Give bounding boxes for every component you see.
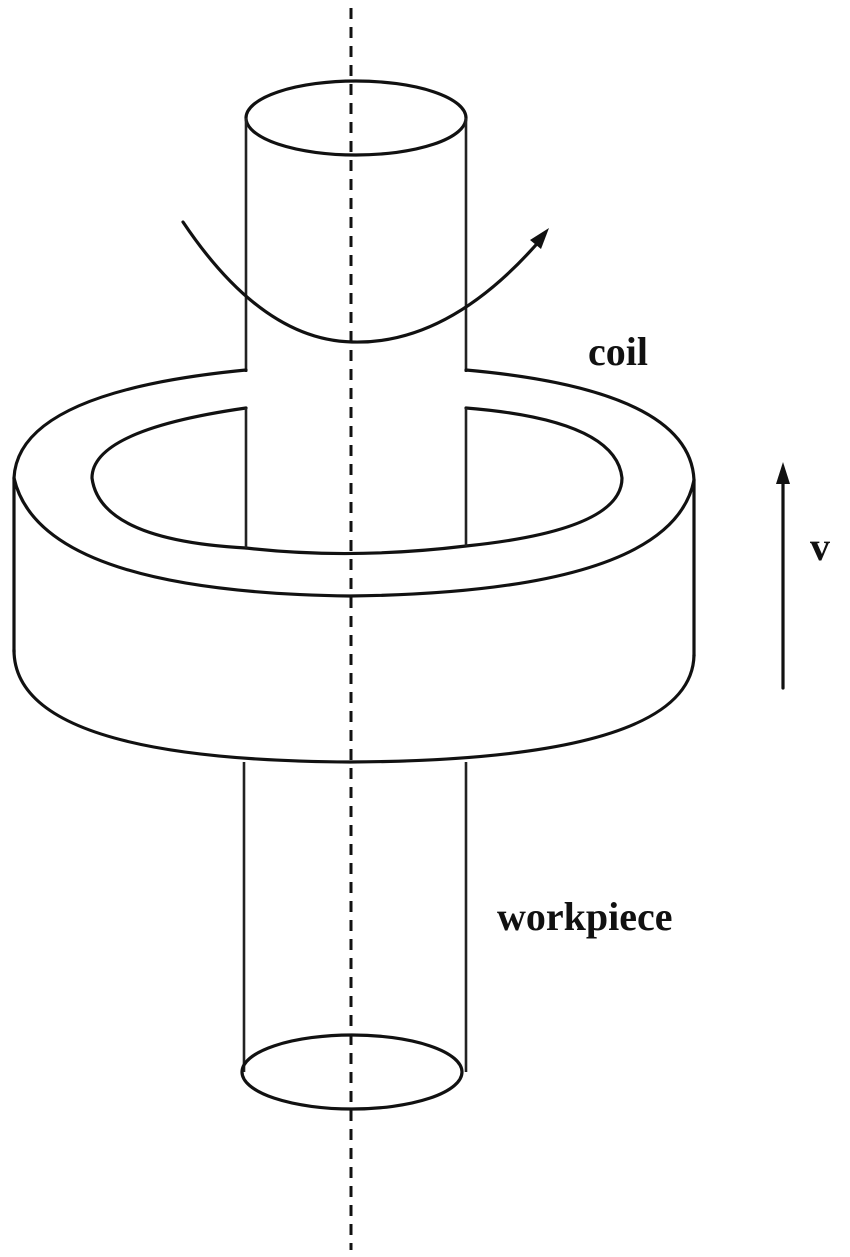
rotation-arc bbox=[181, 220, 544, 344]
coil-outer-back-right bbox=[464, 368, 696, 482]
velocity-label: v bbox=[810, 524, 830, 569]
workpiece-inner bbox=[244, 408, 468, 548]
rotation-arrowhead-icon bbox=[530, 228, 549, 249]
coil-label: coil bbox=[588, 329, 648, 374]
coil-bottom-edge bbox=[12, 648, 696, 764]
workpiece-upper bbox=[244, 79, 468, 372]
coil-inner-right bbox=[244, 406, 624, 556]
velocity-arrow bbox=[776, 462, 790, 690]
rotation-arrow bbox=[181, 220, 549, 344]
workpiece-top-ellipse bbox=[244, 79, 468, 157]
coil-inner-left bbox=[90, 406, 248, 550]
coil bbox=[12, 368, 696, 764]
velocity-arrowhead-icon bbox=[776, 462, 790, 484]
workpiece-lower bbox=[240, 762, 468, 1111]
coil-outer-back-left bbox=[12, 368, 248, 480]
coil-outer-front-arc bbox=[12, 476, 696, 598]
workpiece-label: workpiece bbox=[497, 894, 673, 939]
